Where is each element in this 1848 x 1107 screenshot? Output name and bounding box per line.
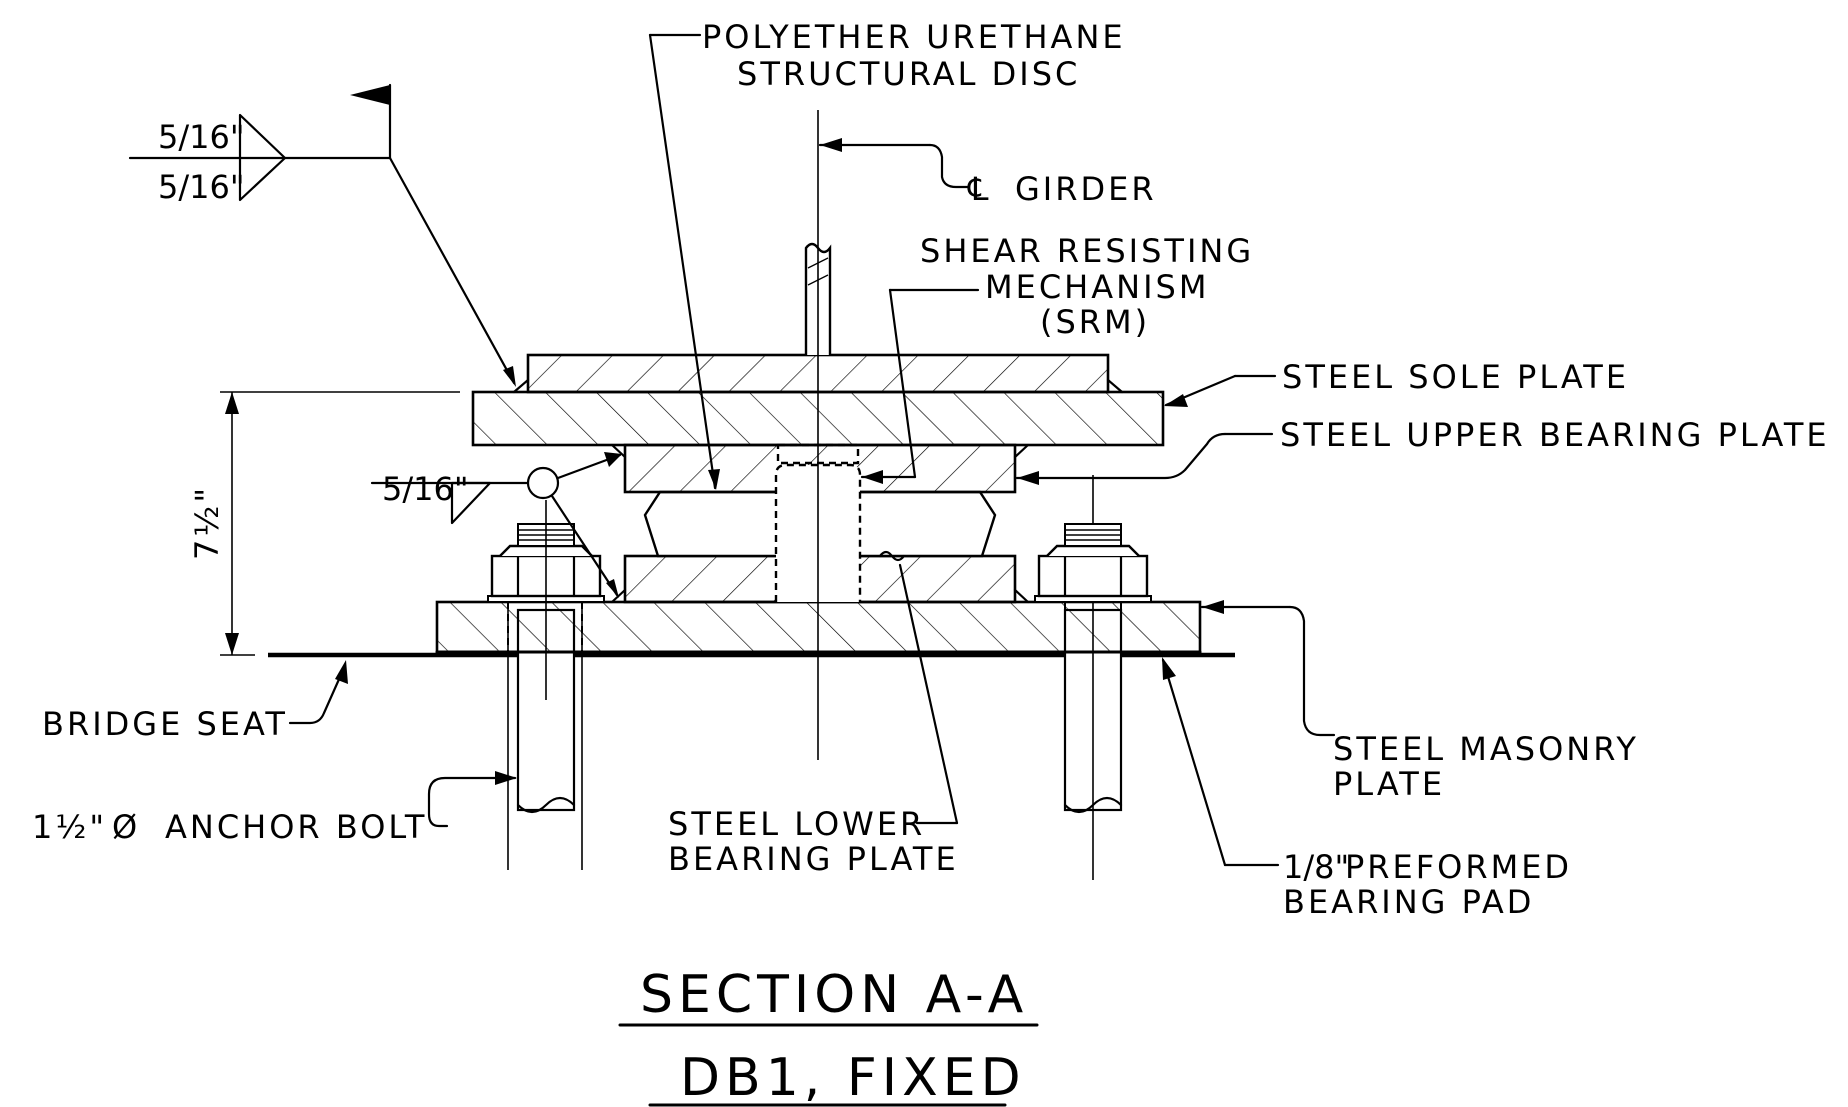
anchor-symbol: Ø xyxy=(112,808,140,846)
nut-right xyxy=(1034,523,1152,603)
srm-label-line2: MECHANISM xyxy=(985,268,1209,306)
upper-plate-label: STEEL UPPER BEARING PLATE xyxy=(1280,416,1830,454)
pad-label-line2: BEARING PAD xyxy=(1283,883,1534,921)
masonry-plate-leader xyxy=(1200,600,1336,737)
pad-label-line1: PREFORMED xyxy=(1345,848,1572,886)
sole-plate-label: STEEL SOLE PLATE xyxy=(1282,358,1629,396)
srm-leader xyxy=(860,288,980,484)
weld-bottom-text: 5/16" xyxy=(158,168,245,206)
anchor-size: 1½" xyxy=(32,808,107,846)
bearing-type-title: DB1, FIXED xyxy=(680,1048,1026,1107)
girder-label: GIRDER xyxy=(1015,170,1157,208)
pad-leader xyxy=(1161,657,1280,867)
anchor-label: ANCHOR BOLT xyxy=(165,808,427,846)
masonry-label-line2: PLATE xyxy=(1333,765,1445,803)
girder-cl-symbol: ℄ xyxy=(967,170,992,208)
nut-left xyxy=(487,500,605,700)
weld-lower-text: 5/16" xyxy=(382,470,469,508)
weld-top-text: 5/16" xyxy=(158,118,245,156)
weld-symbol-top xyxy=(128,83,516,387)
height-dimension-text: 7½" xyxy=(188,485,226,560)
lower-plate-leader xyxy=(878,550,959,825)
girder-leader xyxy=(818,138,970,189)
anchor-bolt-leader xyxy=(427,771,517,828)
disc-label-line2: STRUCTURAL DISC xyxy=(737,55,1080,93)
pad-size: 1/8" xyxy=(1283,848,1349,886)
srm-label-line3: (SRM) xyxy=(1040,303,1150,341)
disc-leader xyxy=(648,33,720,490)
weld-symbol-lower xyxy=(370,452,622,598)
lower-label-line1: STEEL LOWER xyxy=(668,805,925,843)
srm-label-line1: SHEAR RESISTING xyxy=(920,232,1254,270)
section-title: SECTION A-A xyxy=(640,965,1028,1025)
sole-plate-leader xyxy=(1164,374,1277,407)
lower-label-line2: BEARING PLATE xyxy=(668,840,959,878)
bridge-seat-label: BRIDGE SEAT xyxy=(42,705,288,743)
bridge-seat-leader xyxy=(288,660,348,725)
upper-plate-leader xyxy=(1015,432,1274,485)
disc-label-line1: POLYETHER URETHANE xyxy=(702,18,1126,56)
masonry-label-line1: STEEL MASONRY xyxy=(1333,730,1639,768)
height-dimension xyxy=(220,391,460,656)
